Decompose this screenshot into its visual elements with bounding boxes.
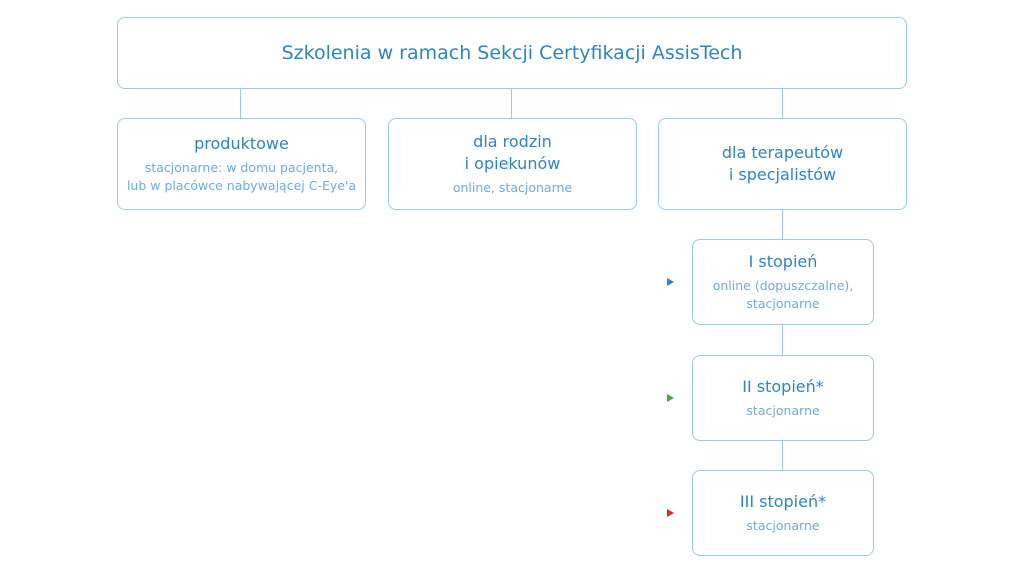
diagram-title: Szkolenia w ramach Sekcji Certyfikacji A… xyxy=(281,42,743,64)
connector-title-rodziny xyxy=(511,89,512,118)
category-detail: online, stacjonarne xyxy=(452,180,573,195)
connector-title-produktowe xyxy=(240,89,241,118)
category-heading: dla rodzin i opiekunów xyxy=(464,132,561,173)
category-box-rodziny: dla rodzin i opiekunów online, stacjonar… xyxy=(388,118,637,210)
connector-level-1-level-2 xyxy=(782,325,783,355)
level-box-3: III stopień* stacjonarne xyxy=(692,470,874,556)
triangle-right-icon xyxy=(667,509,674,517)
connector-title-terapeuci xyxy=(782,89,783,118)
level-box-2: II stopień* stacjonarne xyxy=(692,355,874,441)
category-box-terapeuci: dla terapeutów i specjalistów xyxy=(658,118,907,210)
level-detail: stacjonarne xyxy=(746,518,820,533)
level-heading: II stopień* xyxy=(742,377,824,396)
connector-terapeuci-level-1 xyxy=(782,210,783,239)
level-heading: I stopień xyxy=(748,252,818,271)
triangle-right-icon xyxy=(667,394,674,402)
category-box-produktowe: produktowe stacjonarne: w domu pacjenta,… xyxy=(117,118,366,210)
category-detail: stacjonarne: w domu pacjenta, lub w plac… xyxy=(126,160,357,193)
level-heading: III stopień* xyxy=(739,492,827,511)
level-detail: stacjonarne xyxy=(746,403,820,418)
category-heading: produktowe xyxy=(194,134,289,153)
level-box-1: I stopień online (dopuszczalne), stacjon… xyxy=(692,239,874,325)
level-detail: online (dopuszczalne), stacjonarne xyxy=(712,278,854,311)
triangle-right-icon xyxy=(667,278,674,286)
category-heading: dla terapeutów i specjalistów xyxy=(721,143,844,184)
connector-level-2-level-3 xyxy=(782,441,783,470)
title-box: Szkolenia w ramach Sekcji Certyfikacji A… xyxy=(117,17,907,89)
